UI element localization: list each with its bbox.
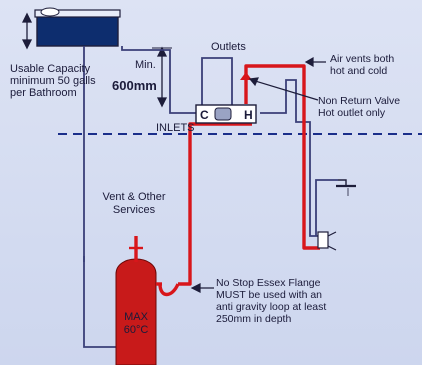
max-temp-line1: MAX [124,311,149,323]
pump-assembly: C H [195,104,257,124]
vent-label-line1: Vent & Other [103,191,166,203]
nrv-pointer [251,79,319,101]
pointer-arrows [190,56,326,293]
shower-cold-supply [260,79,318,237]
anti-gravity-loop [158,283,180,297]
cold-marker: C [200,108,209,122]
cold-water-tank [34,7,121,47]
shower-mixer-icon [317,231,329,249]
min-value: 600mm [112,78,157,93]
capacity-label-line2: minimum 50 galls [10,75,96,87]
flange-label-line3: anti gravity loop at least [216,301,326,313]
nrv-label-line1: Non Return Valve [318,95,400,107]
cold-outlet-pipe [201,57,233,110]
shower-riser [315,179,338,236]
flange-label-line4: 250mm in depth [216,313,291,325]
vent-label-line2: Services [113,204,156,216]
min-height-arrow [152,46,172,108]
hot-vent-pipe [244,64,320,250]
cylinder-body [115,258,157,365]
hot-water-cylinder: MAX 60°C [115,236,162,365]
max-temp-line2: 60°C [124,324,149,336]
cold-main-feed [121,46,196,114]
nrv-label-line2: Hot outlet only [318,107,386,119]
min-label: Min. [135,59,156,71]
air-vents-line2: hot and cold [330,65,387,77]
vent-pipe [83,46,120,348]
tank-float [40,7,60,17]
shower-valve-icon [327,231,337,251]
hot-feed-pipe [178,122,252,286]
tank-top [34,9,121,18]
flange-label-line2: MUST be used with an [216,289,322,301]
air-vents-line1: Air vents both [330,53,394,65]
hot-marker: H [244,108,253,122]
capacity-label-line1: Usable Capacity [10,63,91,75]
capacity-label-line3: per Bathroom [10,87,77,99]
flange-label-line1: No Stop Essex Flange [216,277,321,289]
non-return-valve-icon [240,72,252,80]
inlets-label: INLETS [156,122,195,134]
outlets-label: Outlets [211,41,246,53]
shower-head-icon [336,179,356,196]
hot-pipework [158,64,320,297]
tank-water [36,15,119,47]
capacity-arrow [21,12,33,50]
pump-impeller [214,107,232,121]
cold-pipework [83,46,338,348]
